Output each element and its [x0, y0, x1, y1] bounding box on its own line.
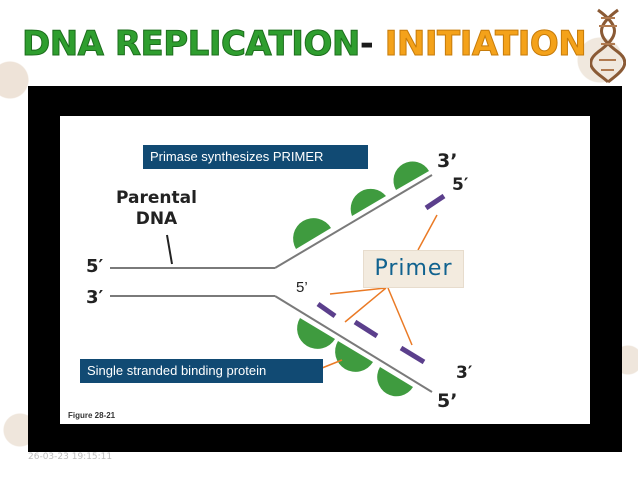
parental-dna-label: Parental DNA [116, 188, 197, 230]
primer-segment [424, 193, 446, 211]
title-part1: DNA REPLICATION [22, 24, 361, 65]
figure-caption: Figure 28-21 [68, 411, 116, 420]
slide-title: DNA REPLICATION- INITIATION [22, 24, 588, 65]
left-top-end-label: 5′ [86, 256, 104, 277]
lower-right-5-label: 5’ [437, 390, 458, 412]
lower-right-3-label: 3′ [456, 363, 473, 383]
parental-label-line1: Parental [116, 188, 197, 208]
lower-template-strand [274, 295, 433, 393]
timestamp: 26-03-23 19:15:11 [28, 452, 113, 462]
primer-segment [316, 301, 337, 319]
primase-banner: Primase synthesizes PRIMER [143, 145, 368, 169]
upper-right-5-label: 5′ [452, 175, 469, 195]
title-part2: INITIATION [384, 24, 587, 65]
title-separator: - [359, 24, 374, 64]
ssb-banner: Single stranded binding protein [80, 359, 323, 383]
primer-segment [399, 345, 426, 365]
ssb-protein [335, 341, 373, 372]
dna-helix-icon [590, 8, 626, 84]
parental-label-line2: DNA [135, 209, 178, 229]
primer-pointer-arrow [329, 287, 387, 295]
ssb-protein [297, 318, 335, 349]
upper-template-strand [274, 174, 433, 269]
parental-pointer-line [166, 234, 173, 265]
primer-segment [353, 319, 379, 339]
ssb-protein [393, 161, 429, 190]
primer-pointer-arrow [344, 287, 387, 323]
upper-right-3-label: 3’ [437, 150, 458, 172]
ssb-protein [377, 367, 413, 397]
left-bottom-end-label: 3′ [86, 287, 104, 308]
primer-5-end-label: 5’ [296, 279, 308, 296]
primer-pointer-arrow [387, 287, 413, 346]
ssb-protein [350, 188, 386, 216]
ssb-protein [293, 218, 331, 249]
primer-pointer-arrow [417, 214, 438, 251]
primer-label-box: Primer [364, 251, 463, 287]
